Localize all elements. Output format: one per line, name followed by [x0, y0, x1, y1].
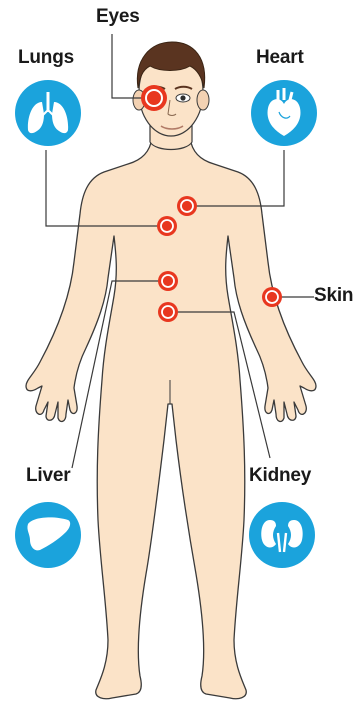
kidney-badge [249, 502, 315, 568]
label-liver: Liver [26, 465, 70, 487]
lungs-badge-circle [15, 80, 81, 146]
label-lungs: Lungs [18, 47, 74, 69]
liver-marker [158, 271, 178, 291]
label-kidney: Kidney [249, 465, 311, 487]
heart-badge [251, 80, 317, 146]
label-heart: Heart [256, 47, 304, 69]
skin-marker [262, 287, 282, 307]
label-eyes: Eyes [96, 6, 140, 28]
heart-marker [177, 196, 197, 216]
pupil-right [180, 95, 185, 100]
lungs-marker [157, 216, 177, 236]
kidney-marker [158, 302, 178, 322]
ear-right [197, 90, 209, 110]
lungs-badge [15, 80, 81, 146]
label-skin: Skin [314, 285, 353, 307]
eye-marker [141, 85, 167, 111]
liver-badge [15, 502, 81, 568]
kidney-badge-circle [249, 502, 315, 568]
